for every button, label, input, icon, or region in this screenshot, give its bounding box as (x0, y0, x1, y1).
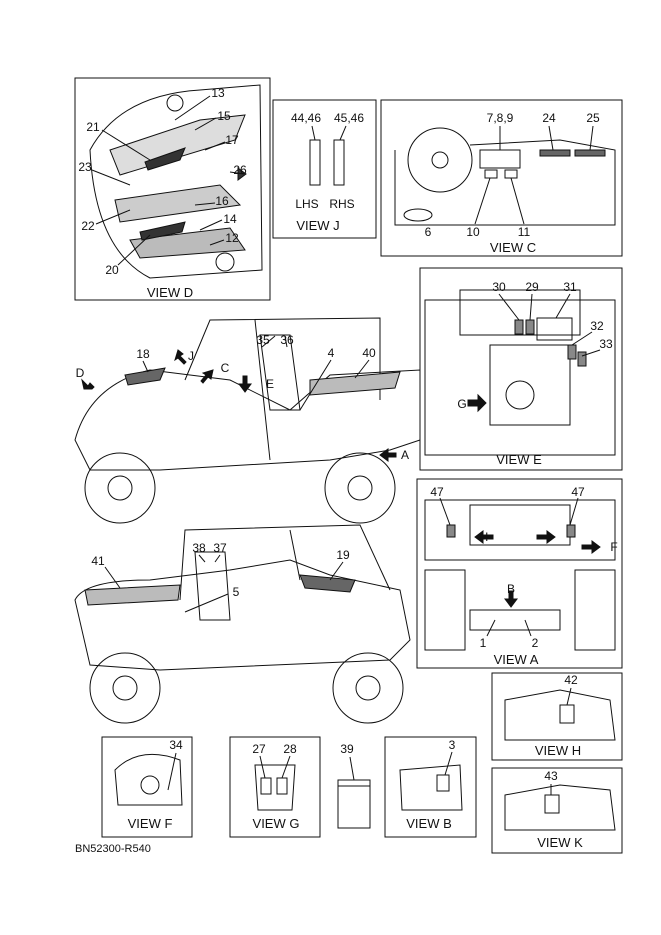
callout-15: 15 (217, 109, 231, 123)
view-d-leaders (91, 95, 245, 266)
arrow-label-j: J (188, 349, 194, 363)
view-g-title: VIEW G (252, 816, 300, 831)
view-d-fender-art (89, 84, 263, 279)
callout-42: 42 (564, 673, 578, 687)
callout-40: 40 (362, 346, 376, 360)
view-h-art (504, 689, 616, 741)
callout-37: 37 (213, 541, 227, 555)
arrow-label-a: A (400, 448, 410, 462)
callout-16: 16 (215, 194, 229, 208)
view-d-title: VIEW D (146, 285, 194, 300)
view-j-frame (272, 99, 377, 239)
callout-31: 31 (563, 280, 577, 294)
callout-25: 25 (586, 111, 600, 125)
callout-47-left: 47 (430, 485, 444, 499)
view-c-title: VIEW C (489, 240, 537, 255)
view-d-frame (74, 77, 271, 301)
callout-23: 23 (78, 160, 92, 174)
diagram-code: BN52300-R540 (75, 843, 151, 855)
view-b-art (399, 764, 463, 811)
lhs-label: LHS (295, 197, 319, 211)
view-h-title: VIEW H (534, 743, 582, 758)
callout-39: 39 (340, 742, 354, 756)
callout-6: 6 (424, 225, 432, 239)
view-c-dashboard-art (394, 125, 616, 226)
callout-27: 27 (252, 742, 266, 756)
callout-22: 22 (81, 219, 95, 233)
callout-5: 5 (232, 585, 240, 599)
callout-4: 4 (327, 346, 335, 360)
view-b-title: VIEW B (406, 816, 452, 831)
callout-21: 21 (86, 120, 100, 134)
callout-43: 43 (544, 769, 558, 783)
rhs-label: RHS (329, 197, 355, 211)
arrow-label-f: F (610, 540, 618, 554)
view-e-title: VIEW E (496, 452, 542, 467)
view-e-art (424, 289, 616, 456)
callout-19: 19 (336, 548, 350, 562)
lower-vehicle-art (74, 524, 411, 724)
callout-38: 38 (192, 541, 206, 555)
callout-36: 36 (280, 333, 294, 347)
view-b-frame (384, 736, 477, 838)
callout-3: 3 (448, 738, 456, 752)
view-f-frame (101, 736, 193, 838)
view-f-art (114, 753, 183, 806)
view-c-frame (380, 99, 623, 257)
callout-17: 17 (225, 133, 239, 147)
callout-24: 24 (542, 111, 556, 125)
label-39-art (337, 779, 371, 829)
view-j-title: VIEW J (296, 218, 340, 233)
arrow-label-c: C (220, 361, 230, 375)
view-h-frame (491, 672, 623, 761)
arrow-label-b: B (506, 582, 516, 596)
callout-47-right: 47 (571, 485, 585, 499)
upper-vehicle-art (74, 317, 421, 524)
view-a-frame (416, 478, 623, 669)
arrow-label-d: D (75, 366, 85, 380)
view-k-frame (491, 767, 623, 854)
view-k-title: VIEW K (537, 835, 583, 850)
callout-10: 10 (466, 225, 480, 239)
callout-33: 33 (599, 337, 613, 351)
arrow-label-h: H (479, 530, 489, 544)
view-f-title: VIEW F (127, 816, 173, 831)
callout-28: 28 (283, 742, 297, 756)
arrow-label-e: E (265, 377, 275, 391)
callout-7-8-9: 7,8,9 (486, 111, 514, 125)
view-g-art (254, 764, 296, 811)
view-a-art (424, 497, 616, 651)
callout-45-46: 45,46 (333, 111, 365, 125)
callout-18: 18 (136, 347, 150, 361)
callout-2: 2 (531, 636, 539, 650)
callout-35: 35 (256, 333, 270, 347)
callout-29: 29 (525, 280, 539, 294)
view-a-title: VIEW A (493, 652, 539, 667)
view-k-art (504, 784, 616, 831)
callout-14: 14 (223, 212, 237, 226)
callout-26: 26 (233, 163, 247, 177)
callout-32: 32 (590, 319, 604, 333)
callout-13: 13 (211, 86, 225, 100)
callout-1: 1 (479, 636, 487, 650)
callout-34: 34 (169, 738, 183, 752)
callout-41: 41 (91, 554, 105, 568)
callout-12: 12 (225, 231, 239, 245)
view-e-frame (419, 267, 623, 471)
view-g-frame (229, 736, 321, 838)
callout-11: 11 (517, 225, 531, 239)
arrow-label-g: G (457, 397, 467, 411)
callout-20: 20 (105, 263, 119, 277)
callout-44-46: 44,46 (290, 111, 322, 125)
callout-30: 30 (492, 280, 506, 294)
